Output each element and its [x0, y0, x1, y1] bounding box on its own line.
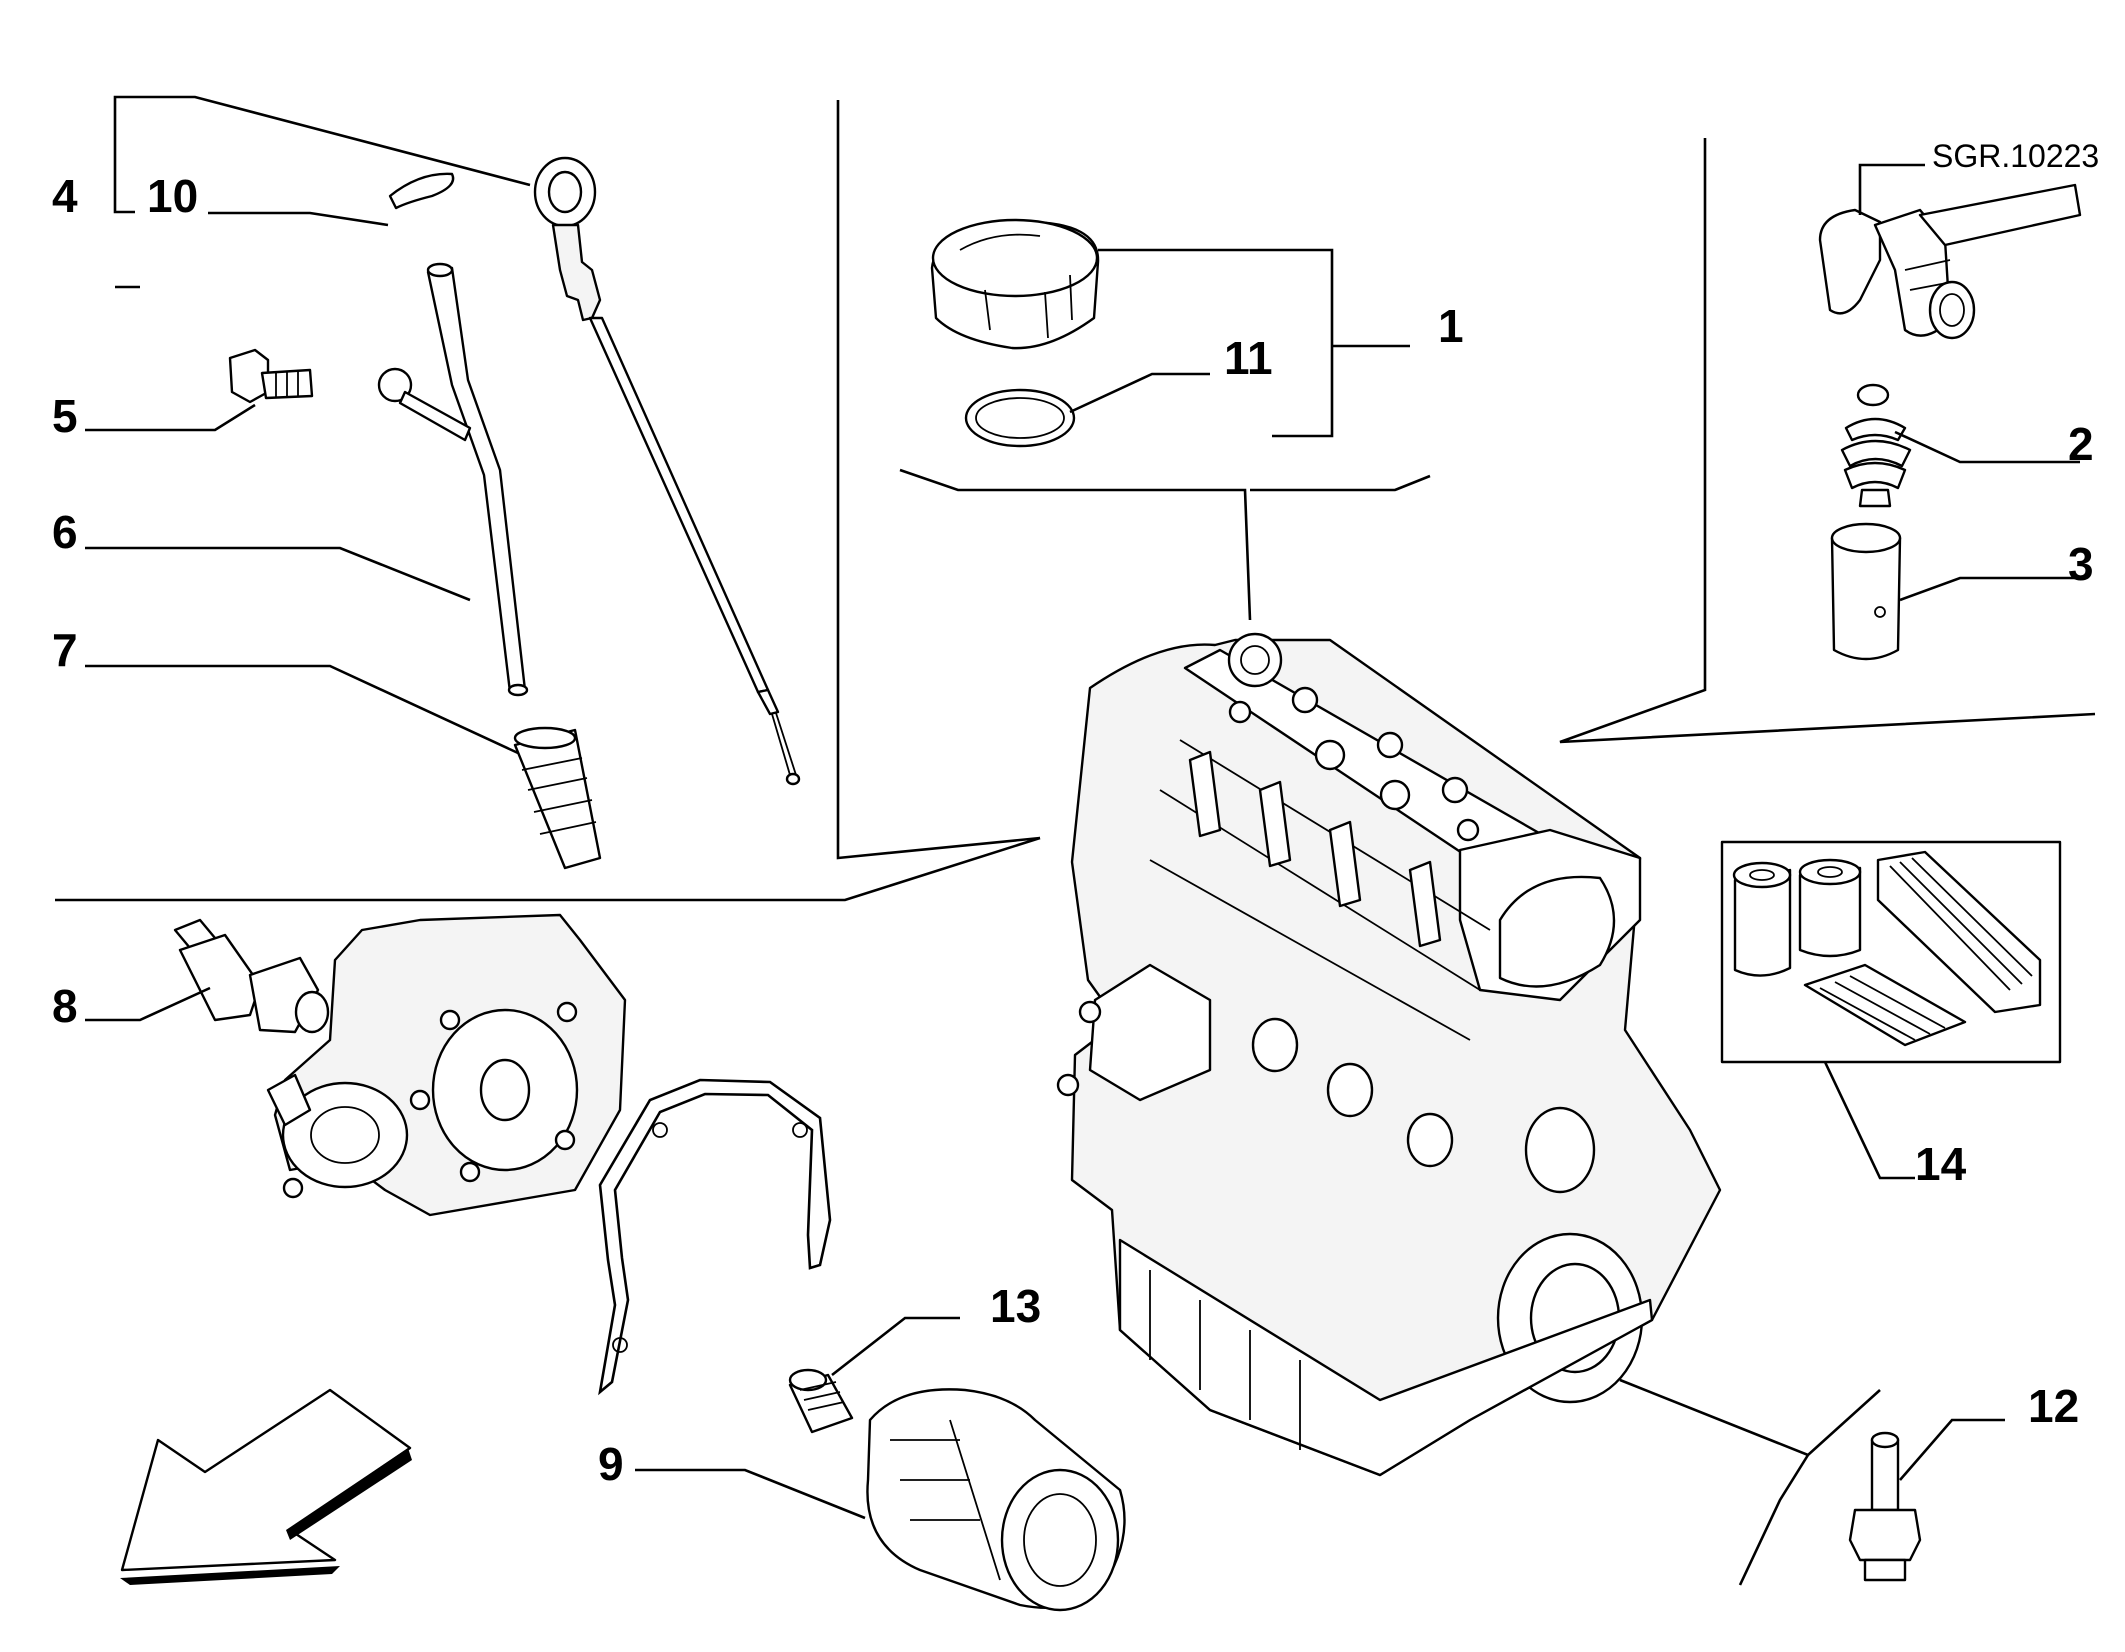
callout-12: 12: [2028, 1380, 2079, 1432]
bolt-5: [85, 348, 314, 432]
dipstick-assembly: [113, 95, 801, 786]
callout-5: 5: [52, 390, 78, 442]
hose-connector-sgr: [1818, 163, 2082, 340]
direction-arrow: [120, 1388, 412, 1585]
callout-1: 1: [1438, 300, 1464, 352]
threaded-fitting-13: [788, 1316, 960, 1434]
drain-plug-12: [1848, 1418, 2005, 1582]
callout-2: 2: [2068, 418, 2094, 470]
oil-filter-9: [635, 1388, 1126, 1612]
cap-seal-11: [964, 372, 1210, 448]
front-cover-gasket: [598, 1078, 832, 1396]
callout-7: 7: [52, 624, 78, 676]
callout-13: 13: [990, 1280, 1041, 1332]
callout-3: 3: [2068, 538, 2094, 590]
callout-labels: 1 2 3 4 5 6 7 8 9 10 11 12 13 14 SGR.102…: [52, 138, 2099, 1490]
oil-filler-cap-1: [930, 218, 1410, 438]
reference-code: SGR.10223: [1932, 138, 2099, 174]
section-dividers: [55, 100, 2096, 1586]
engine-block: [1056, 632, 1722, 1477]
filter-kit-box-14: [1720, 840, 2062, 1180]
callout-8: 8: [52, 980, 78, 1032]
dipstick-guide-tube-6: [85, 262, 529, 697]
valve-2: [1840, 383, 2080, 508]
callout-4: 4: [52, 170, 78, 222]
oil-pressure-sensor-8: [85, 918, 330, 1034]
dipstick-rod: [588, 316, 770, 694]
callout-14: 14: [1915, 1138, 1967, 1190]
callout-9: 9: [598, 1438, 624, 1490]
callout-6: 6: [52, 506, 78, 558]
oring-10: [388, 172, 455, 210]
callout-11: 11: [1224, 332, 1273, 384]
oil-pump-front-cover: [266, 913, 627, 1217]
sleeve-3: [1830, 522, 2080, 661]
callout-10: 10: [147, 170, 198, 222]
rubber-sleeve-7: [85, 664, 602, 870]
